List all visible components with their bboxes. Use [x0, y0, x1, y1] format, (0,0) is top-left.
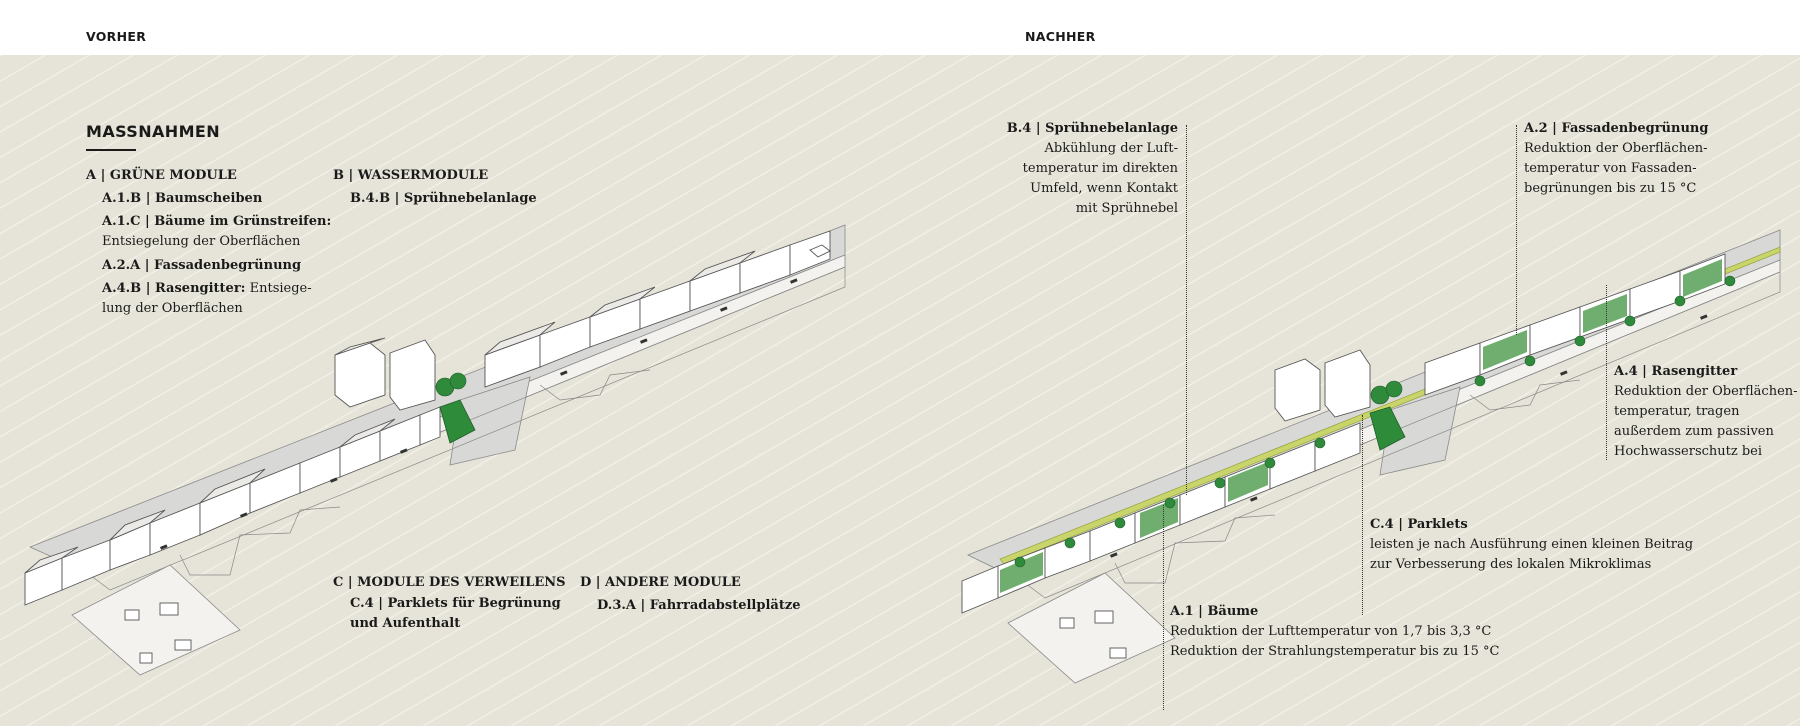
callout-a4-line: Hochwasserschutz bei	[1614, 444, 1763, 459]
item-a4b-text1: Entsiege-	[249, 281, 312, 296]
before-label: VORHER	[86, 29, 147, 44]
leader-a4	[1606, 285, 1607, 460]
map-background	[0, 55, 1800, 726]
massnahmen-title: MASSNAHMEN	[86, 122, 221, 141]
item-a1b: A.1.B | Baumscheiben	[102, 191, 263, 206]
callout-a1-line: Reduktion der Lufttemperatur von 1,7 bis…	[1170, 624, 1492, 639]
callout-a2-line: temperatur von Fassaden-	[1524, 161, 1697, 176]
item-a1c: A.1.C | Bäume im Grünstreifen: Entsiegel…	[102, 212, 331, 252]
module-b-title: B | WASSERMODULE	[333, 168, 489, 183]
callout-c4: C.4 | Parklets leisten je nach Ausführun…	[1370, 515, 1693, 575]
leader-b4	[1186, 125, 1187, 495]
item-d3a: D.3.A | Fahrradabstellplätze	[597, 598, 801, 613]
item-c4-line2: und Aufenthalt	[350, 616, 461, 631]
callout-a2-title: A.2 | Fassadenbegrünung	[1524, 121, 1709, 136]
title-underline	[86, 149, 136, 151]
callout-b4-line: temperatur im direkten	[1022, 161, 1178, 176]
callout-c4-line: zur Verbesserung des lokalen Mikroklimas	[1370, 557, 1652, 572]
plan-area	[0, 55, 1800, 726]
callout-a2-line: begrünungen bis zu 15 °C	[1524, 181, 1697, 196]
header-bar: VORHER NACHHER	[0, 0, 1800, 55]
callout-a4-line: Reduktion der Oberflächen-	[1614, 384, 1798, 399]
item-c4: C.4 | Parklets für Begrünung und Aufenth…	[350, 594, 561, 634]
street-diagram-after	[961, 229, 1781, 684]
callout-c4-line: leisten je nach Ausführung einen kleinen…	[1370, 537, 1694, 552]
callout-a4-line: temperatur, tragen	[1614, 404, 1740, 419]
callout-a2: A.2 | Fassadenbegrünung Reduktion der Ob…	[1524, 119, 1708, 199]
callout-a4-title: A.4 | Rasengitter	[1614, 364, 1738, 379]
street-diagram-before	[24, 224, 846, 676]
callout-b4-line: Umfeld, wenn Kontakt	[1030, 181, 1178, 196]
callout-a1: A.1 | Bäume Reduktion der Lufttemperatur…	[1170, 602, 1499, 662]
module-c-title: C | MODULE DES VERWEILENS	[333, 575, 566, 590]
callout-a2-line: Reduktion der Oberflächen-	[1524, 141, 1708, 156]
callout-a1-title: A.1 | Bäume	[1170, 604, 1259, 619]
module-d-title: D | ANDERE MODULE	[580, 575, 741, 590]
callout-b4: B.4 | Sprühnebelanlage Abkühlung der Luf…	[960, 119, 1178, 219]
callout-b4-title: B.4 | Sprühnebelanlage	[1006, 121, 1178, 136]
item-b4b: B.4.B | Sprühnebelanlage	[350, 191, 537, 206]
item-a4b-label: A.4.B | Rasengitter:	[102, 281, 246, 296]
leader-a2	[1516, 125, 1517, 335]
after-label: NACHHER	[1025, 29, 1096, 44]
leader-c4	[1362, 415, 1363, 615]
item-a1c-label: A.1.C | Bäume im Grünstreifen:	[102, 214, 332, 229]
callout-c4-title: C.4 | Parklets	[1370, 517, 1468, 532]
leader-a1	[1163, 505, 1164, 710]
module-a-title: A | GRÜNE MODULE	[86, 168, 237, 183]
callout-a4: A.4 | Rasengitter Reduktion der Oberfläc…	[1614, 362, 1798, 462]
callout-b4-line: Abkühlung der Luft-	[1044, 141, 1179, 156]
callout-a1-line: Reduktion der Strahlungstemperatur bis z…	[1170, 644, 1500, 659]
callout-a4-line: außerdem zum passiven	[1614, 424, 1774, 439]
item-a2a: A.2.A | Fassadenbegrünung	[102, 258, 302, 273]
item-a4b: A.4.B | Rasengitter: Entsiege- lung der …	[102, 279, 312, 319]
item-c4-line1: C.4 | Parklets für Begrünung	[350, 596, 561, 611]
item-a1c-text: Entsiegelung der Oberflächen	[102, 234, 301, 249]
callout-b4-line: mit Sprühnebel	[1075, 201, 1178, 216]
item-a4b-text2: lung der Oberflächen	[102, 301, 243, 316]
